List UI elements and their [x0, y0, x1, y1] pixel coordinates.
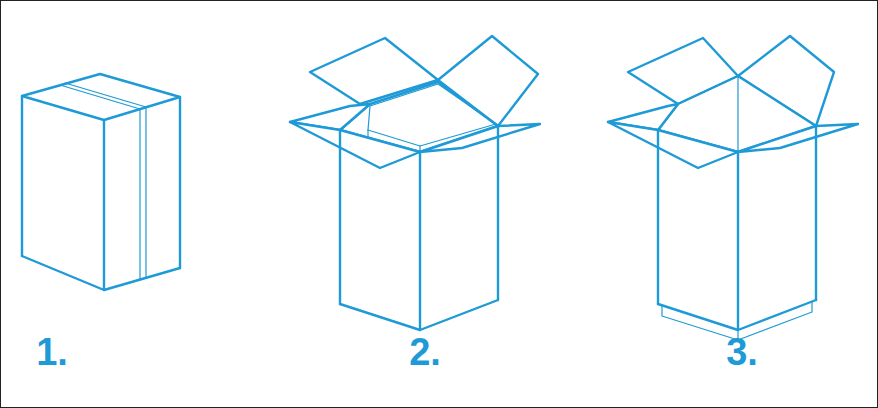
step-number: 1. [36, 333, 68, 371]
step-number: 3. [726, 333, 758, 371]
closed-box [22, 74, 180, 290]
step-number: 2. [409, 333, 441, 371]
open-box-with-insert [290, 36, 540, 330]
open-box-with-base [608, 36, 858, 340]
